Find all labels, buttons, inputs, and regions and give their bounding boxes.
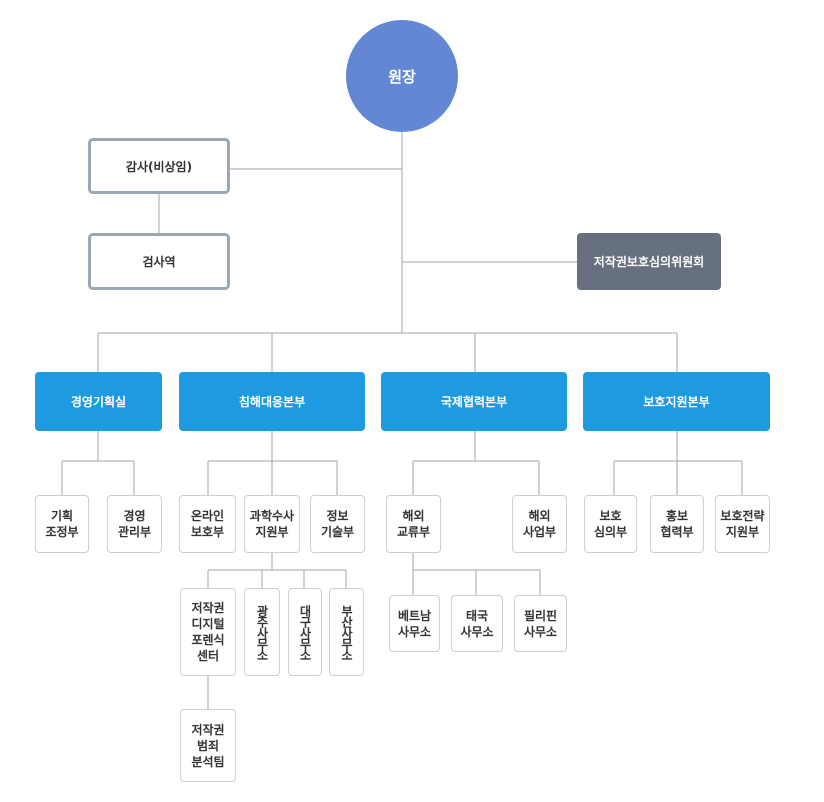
inspector-node: 검사역 <box>88 233 230 290</box>
division-protection-support: 보호지원본부 <box>583 372 770 431</box>
office-thailand: 태국 사무소 <box>451 595 503 652</box>
unit-online-protection: 온라인 보호부 <box>179 495 236 553</box>
unit-digital-forensic-center: 저작권 디지털 포렌식 센터 <box>180 588 236 676</box>
office-daegu: 대구사무소 <box>288 588 322 676</box>
office-philippines: 필리핀 사무소 <box>514 595 567 652</box>
office-busan: 부산사무소 <box>329 588 364 676</box>
unit-information-technology: 정보 기술부 <box>310 495 365 553</box>
auditor-node: 감사(비상임) <box>88 138 230 194</box>
division-management-planning: 경영기획실 <box>35 372 162 431</box>
committee-node: 저작권보호심의위원회 <box>577 233 721 290</box>
unit-pr-cooperation: 홍보 협력부 <box>650 495 704 553</box>
office-gwangju: 광주사무소 <box>244 588 280 676</box>
unit-planning-coordination: 기획 조정부 <box>35 495 89 553</box>
division-international-cooperation: 국제협력본부 <box>381 372 567 431</box>
unit-protection-review: 보호 심의부 <box>584 495 637 553</box>
team-crime-analysis: 저작권 범죄 분석팀 <box>180 709 236 782</box>
unit-overseas-exchange: 해외 교류부 <box>386 495 441 553</box>
unit-management-admin: 경영 관리부 <box>107 495 162 553</box>
unit-protection-strategy: 보호전략 지원부 <box>715 495 770 553</box>
unit-forensic-support: 과학수사 지원부 <box>244 495 300 553</box>
division-infringement-response: 침해대응본부 <box>179 372 365 431</box>
unit-overseas-business: 해외 사업부 <box>512 495 567 553</box>
office-vietnam: 베트남 사무소 <box>389 595 440 652</box>
director-node: 원장 <box>346 20 458 132</box>
